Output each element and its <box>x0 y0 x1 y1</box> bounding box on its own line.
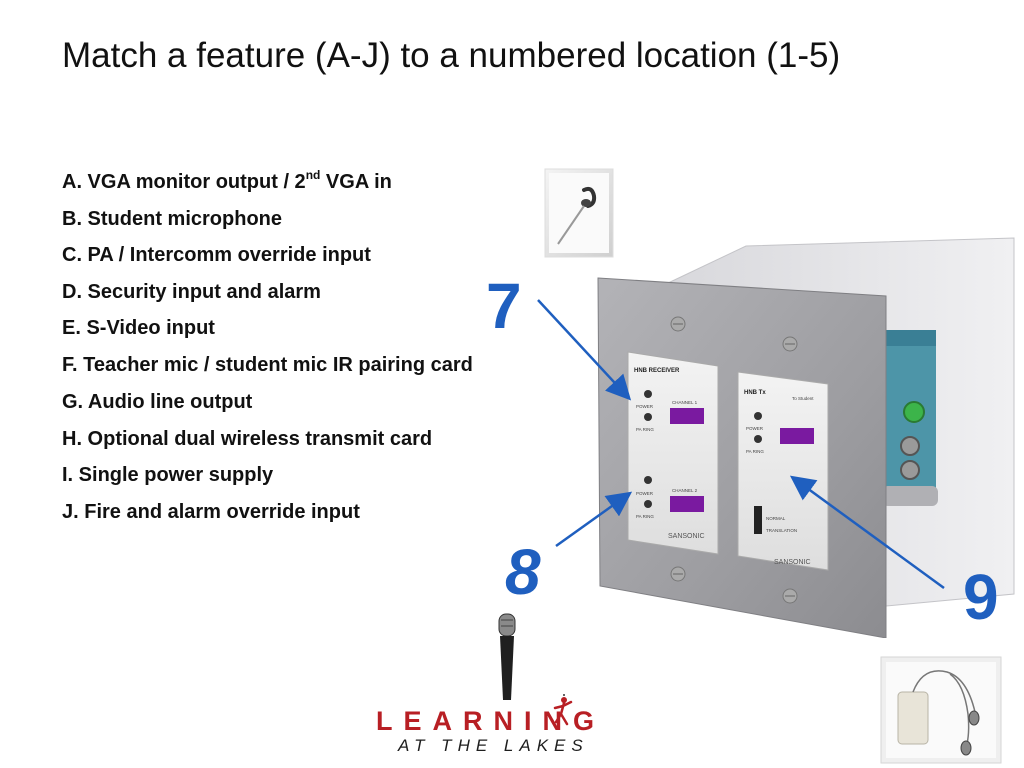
transmit-brand: SANSONIC <box>774 559 811 566</box>
earhook-mic-photo <box>544 168 614 258</box>
feature-list: A. VGA monitor output / 2nd VGA in B. St… <box>62 168 552 534</box>
feature-item-d: D. Security input and alarm <box>62 280 321 303</box>
receiver-channel2-label: CHANNEL 2 <box>672 488 698 493</box>
handheld-mic-photo <box>498 613 516 700</box>
page-title: Match a feature (A-J) to a numbered loca… <box>62 36 841 75</box>
callout-number-7: 7 <box>486 270 522 342</box>
feature-item-e: E. S-Video input <box>62 317 215 339</box>
transmit-display <box>780 428 814 444</box>
feature-item-c: C. PA / Intercomm override input <box>62 244 371 266</box>
receiver-channel1-label: CHANNEL 1 <box>672 400 698 405</box>
channel1-display <box>670 408 704 424</box>
wall-plate-device-photo: HNB RECEIVER POWER PA RING CHANNEL 1 POW… <box>597 237 1015 638</box>
logo-sub-text: AT THE LAKES <box>398 736 589 755</box>
switch-translation-label: TRANSLATION <box>766 528 797 533</box>
transmit-pairing-label: PA RING <box>746 449 764 454</box>
learning-at-the-lakes-logo: LEARNING AT THE LAKES <box>376 694 638 758</box>
receiver-power2-label: POWER <box>636 491 654 496</box>
receiver-pairing-label: PA RING <box>636 427 654 432</box>
mode-switch <box>754 506 762 534</box>
callout-number-9: 9 <box>963 561 999 633</box>
switch-normal-label: NORMAL <box>766 516 786 521</box>
receiver-card-title: HNB RECEIVER <box>634 368 680 374</box>
feature-item-j: J. Fire and alarm override input <box>62 500 360 523</box>
transmit-card-title: HNB Tx <box>744 390 766 396</box>
channel2-display <box>670 496 704 512</box>
lacrosse-player-icon <box>553 694 573 726</box>
receiver-pairing2-label: PA RING <box>636 514 654 519</box>
logo-main-text: LEARNING <box>376 706 605 736</box>
feature-item-g: G. Audio line output <box>62 391 253 413</box>
receiver-brand: SANSONIC <box>668 533 705 540</box>
feature-item-h: H. Optional dual wireless transmit card <box>62 427 433 450</box>
feature-item-b: B. Student microphone <box>62 207 282 230</box>
feature-item-i: I. Single power supply <box>62 464 274 486</box>
callout-number-8: 8 <box>505 536 541 608</box>
transmit-to-label: To Student <box>792 396 814 401</box>
feature-item-f: F. Teacher mic / student mic IR pairing … <box>62 353 473 376</box>
feature-item-a: A. VGA monitor output / 2nd VGA in <box>62 168 392 193</box>
bodypack-receiver-photo <box>880 656 1002 764</box>
transmit-power-label: POWER <box>746 426 764 431</box>
receiver-power-label: POWER <box>636 404 654 409</box>
